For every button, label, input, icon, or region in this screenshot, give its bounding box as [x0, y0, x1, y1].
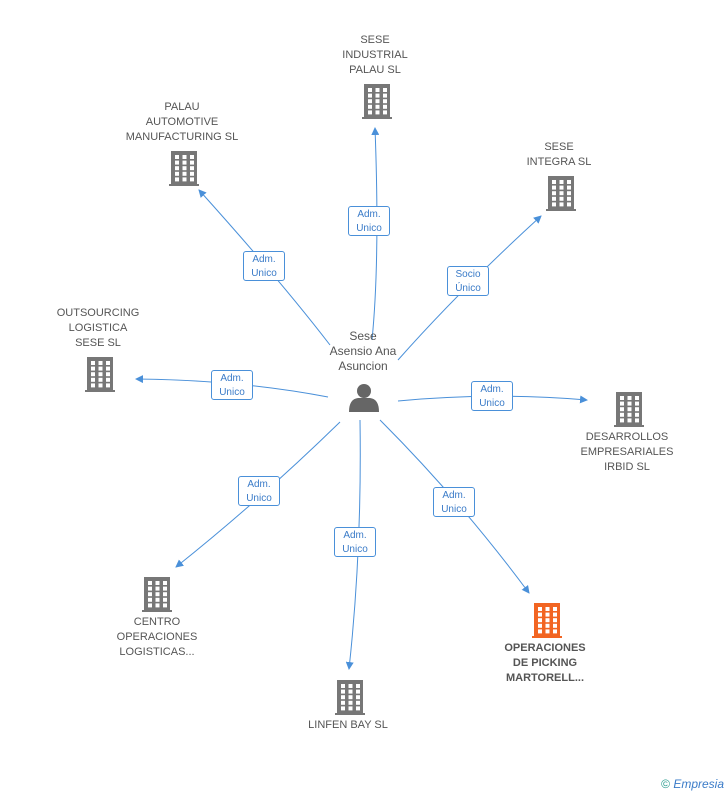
- building-icon[interactable]: [546, 176, 576, 211]
- relation-badge-centro: Adm. Unico: [238, 476, 280, 506]
- brand-logo[interactable]: Empresia: [673, 777, 724, 791]
- building-icon[interactable]: [614, 392, 644, 427]
- building-icon[interactable]: [142, 577, 172, 612]
- edge-line: [371, 127, 380, 341]
- company-label-sese-integra[interactable]: SESE INTEGRA SL: [526, 141, 592, 168]
- relation-badge-desarrollos: Adm. Unico: [471, 381, 513, 411]
- company-label-linfen[interactable]: LINFEN BAY SL: [308, 719, 388, 731]
- company-label-picking[interactable]: OPERACIONES DE PICKING MARTORELL...: [504, 642, 586, 684]
- relation-badge-outsourcing: Adm. Unico: [211, 370, 253, 400]
- relation-badge-palau-industrial: Adm. Unico: [348, 206, 390, 236]
- company-label-outsourcing[interactable]: OUTSOURCING LOGISTICA SESE SL: [56, 307, 140, 349]
- center-person-label: Sese Asensio Ana Asuncion: [329, 329, 397, 373]
- building-icon[interactable]: [532, 603, 562, 638]
- company-label-palau-automotive[interactable]: PALAU AUTOMOTIVE MANUFACTURING SL: [125, 101, 239, 143]
- relation-badge-palau-automotive: Adm. Unico: [243, 251, 285, 281]
- building-icon[interactable]: [85, 357, 115, 392]
- company-label-desarrollos[interactable]: DESARROLLOS EMPRESARIALES IRBID SL: [580, 431, 674, 473]
- building-icon[interactable]: [362, 84, 392, 119]
- company-label-centro[interactable]: CENTRO OPERACIONES LOGISTICAS...: [116, 616, 198, 658]
- building-icon[interactable]: [169, 151, 199, 186]
- footer: © Empresia: [661, 777, 724, 791]
- relation-badge-linfen: Adm. Unico: [334, 527, 376, 557]
- relation-badge-sese-integra: Socio Único: [447, 266, 489, 296]
- copyright-symbol: ©: [661, 777, 670, 791]
- building-icon[interactable]: [335, 680, 365, 715]
- relation-badge-picking: Adm. Unico: [433, 487, 475, 517]
- person-icon[interactable]: [349, 384, 379, 412]
- company-label-palau-industrial[interactable]: SESE INDUSTRIAL PALAU SL: [342, 34, 408, 76]
